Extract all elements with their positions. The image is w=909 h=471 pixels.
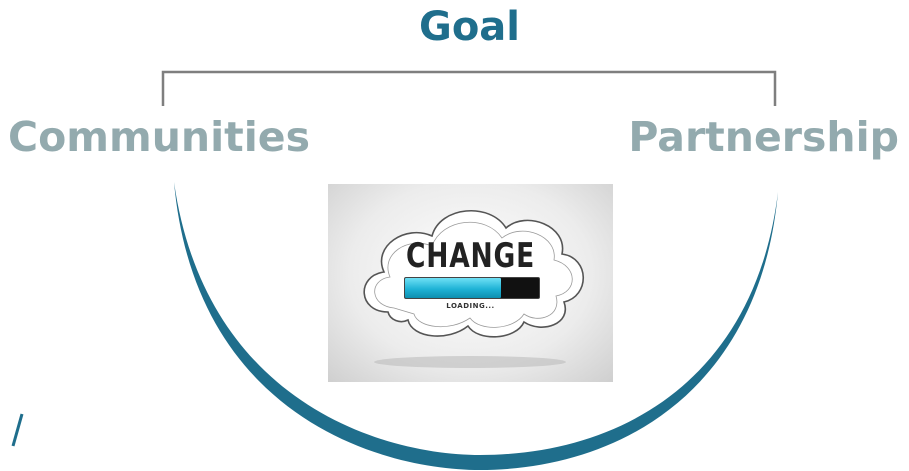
change-loading-image: CHANGE LOADING... xyxy=(328,184,613,382)
change-word: CHANGE xyxy=(406,236,535,276)
goal-title: Goal xyxy=(418,4,520,50)
cloud-icon xyxy=(363,209,585,368)
loading-progress-bar xyxy=(404,277,540,299)
partnership-label: Partnership xyxy=(628,113,899,161)
diagonal-stroke xyxy=(11,413,24,447)
loading-text: LOADING... xyxy=(446,302,495,310)
communities-label: Communities xyxy=(8,113,310,161)
goal-bracket xyxy=(161,70,777,106)
loading-progress-fill xyxy=(405,278,502,298)
